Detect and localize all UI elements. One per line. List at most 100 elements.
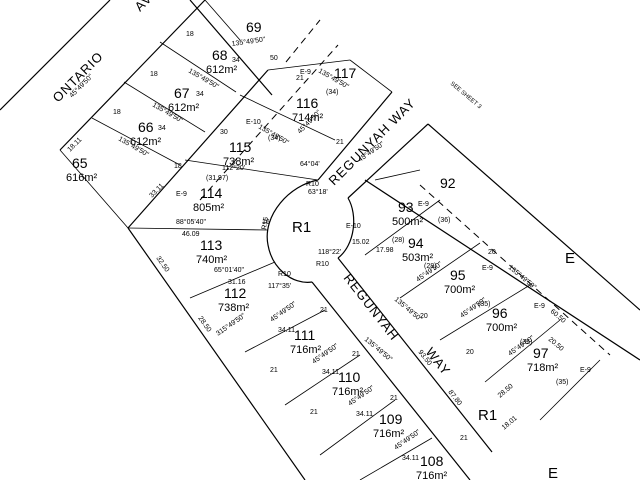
boundary-95-96 <box>439 284 531 341</box>
easement-label: E-9 <box>176 191 187 198</box>
length-label: 18.01 <box>501 415 519 432</box>
length-label: 17.98 <box>376 247 394 254</box>
dimension-label: 21 <box>460 435 468 442</box>
dimension-label: 20 <box>488 249 496 256</box>
dimension-label: 20 <box>466 349 474 356</box>
length-label: 28.50 <box>497 383 515 400</box>
length-label: (35) <box>478 301 490 308</box>
boundary-97-east <box>539 359 601 421</box>
boundary-117-116-top <box>267 59 351 71</box>
lot-area: 718m² <box>527 362 559 374</box>
boundary-117-east <box>349 59 393 93</box>
lot-number: 97 <box>533 345 549 361</box>
length-label: 34.11 <box>402 455 419 462</box>
lot-area: 714m² <box>292 112 324 124</box>
easement-line-east <box>419 184 611 356</box>
regunyah-lower-east-edge <box>337 257 493 453</box>
boundary-67-66 <box>123 81 206 133</box>
dimension-label: 21 <box>352 351 360 358</box>
length-label: 16 <box>262 219 270 226</box>
dimension-label: 21 <box>310 409 318 416</box>
easement-label: E-9 <box>534 303 545 310</box>
angle-label: 63°18' <box>308 188 328 196</box>
cul-de-sac-west-arc <box>266 179 319 283</box>
lot-area: 700m² <box>486 322 518 334</box>
lot-area: 716m² <box>373 428 405 440</box>
lot-number: 69 <box>246 19 262 35</box>
lot-area: 740m² <box>196 254 228 266</box>
dimension-label: 21 <box>270 367 278 374</box>
reserve-label-lower: R1 <box>478 407 497 424</box>
boundary-96-97 <box>484 319 561 383</box>
angle-label: 112°20' <box>222 164 245 172</box>
lot-area: 612m² <box>130 136 162 148</box>
dimension-label: 18 <box>113 109 121 116</box>
radius-label: R10 <box>306 181 319 188</box>
lot-area: 500m² <box>392 216 424 228</box>
lot-number: 94 <box>408 235 424 251</box>
lot-area: 503m² <box>402 252 434 264</box>
road-name-regunyah-mid: REGUNYAH <box>341 271 403 344</box>
easement-label: E-9 <box>482 265 493 272</box>
lot-number: 108 <box>420 453 444 469</box>
length-label: 15.02 <box>352 239 370 246</box>
regunyah-upper-west-edge <box>317 91 393 181</box>
regunyah-lower-west-edge <box>311 281 471 480</box>
east-block-boundaries <box>364 123 640 421</box>
boundary-110-109 <box>319 399 396 456</box>
lot-number: 95 <box>450 267 466 283</box>
dimension-label: 21 <box>390 395 398 402</box>
lot-area: 716m² <box>290 344 322 356</box>
angle-label: 65°01'40" <box>214 266 244 274</box>
easement-label: E-9 <box>580 367 591 374</box>
lot-area: 700m² <box>444 284 476 296</box>
boundary-93-92 <box>374 169 421 181</box>
length-label: (31.97) <box>206 175 228 182</box>
lot-number: 116 <box>296 95 319 111</box>
easement-line-west <box>199 44 339 201</box>
lot-area: 738m² <box>218 302 250 314</box>
ontario-ave-frontage <box>59 0 206 151</box>
length-label: 46.09 <box>182 231 200 238</box>
easement-label: E-9 <box>300 69 311 76</box>
boundary-116-115 <box>239 94 336 141</box>
boundary-93-94 <box>364 199 441 256</box>
bearing-label: 135°49'50" <box>507 263 538 291</box>
easement-label: E-10 <box>346 223 361 230</box>
boundary-115-114 <box>184 159 319 181</box>
lot-number: 113 <box>200 237 223 253</box>
length-label: (28) <box>392 237 404 244</box>
angle-label: 88°05'40" <box>176 218 206 226</box>
edge-label-east-lower: E <box>548 465 558 480</box>
length-label: 34 <box>232 57 240 64</box>
boundary-94-95 <box>399 242 481 299</box>
east-block-rear-boundary <box>427 123 640 311</box>
road-name-ontario-suffix: AV <box>132 0 156 14</box>
bearing-label: 45°49'50" <box>269 300 299 324</box>
boundary-111-110 <box>284 354 361 406</box>
length-label: 18.11 <box>66 136 83 153</box>
angle-label: 117°35' <box>268 282 291 290</box>
radius-label: R16 <box>261 216 270 230</box>
rear-line-113-108 <box>127 227 306 480</box>
lot-number: 66 <box>138 119 154 135</box>
lot-area: 716m² <box>332 386 364 398</box>
dimension-label: 18 <box>174 163 182 170</box>
boundary-113-112 <box>189 261 276 299</box>
easement-label: E-10 <box>246 119 261 126</box>
length-label: 20.50 <box>547 336 565 353</box>
length-label: (36) <box>438 217 450 224</box>
boundary-109-108 <box>359 437 433 480</box>
lot-number: 68 <box>212 47 228 63</box>
lot-number: 111 <box>294 327 315 343</box>
length-label: 34 <box>158 125 166 132</box>
dimension-label: 20 <box>420 313 428 320</box>
length-label: 34 <box>196 91 204 98</box>
lot-number: 96 <box>492 305 508 321</box>
edge-label-east-upper: E <box>565 250 575 267</box>
lot-number: 110 <box>338 369 361 385</box>
regunyah-upper-east-edge <box>347 123 429 199</box>
lot-area: 612m² <box>168 102 200 114</box>
reserve-label-cul-de-sac: R1 <box>292 219 311 236</box>
